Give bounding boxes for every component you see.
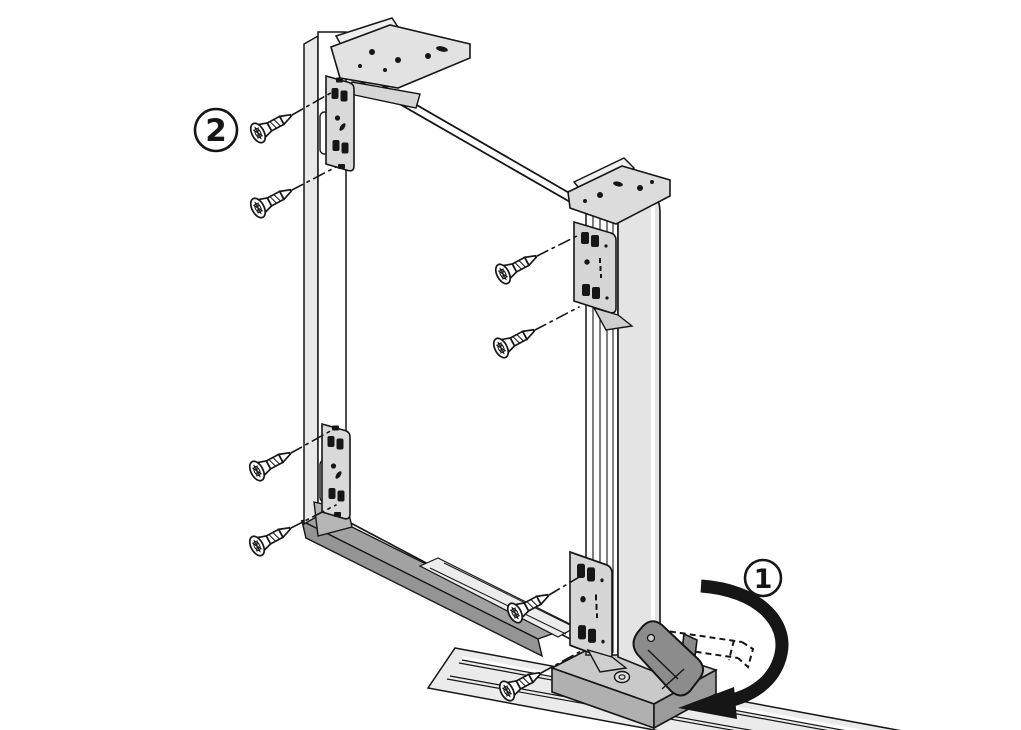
callout-step-2: 2 — [193, 107, 239, 153]
screw-alignment-lines — [290, 89, 582, 674]
base-block-screw-center — [618, 674, 626, 680]
callout-1-circle — [743, 558, 783, 598]
right-top-fitting-plate — [567, 165, 671, 225]
left-top-fitting-holes — [358, 46, 448, 72]
callout-2-label: 2 — [205, 113, 227, 149]
rail-front-face — [300, 519, 544, 658]
mounting-bracket-top-left — [325, 75, 355, 172]
rotation-arrow-shaft — [700, 579, 789, 709]
mounting-bracket-top-right — [573, 221, 617, 314]
rotation-arrow — [678, 579, 789, 719]
clamp-lever — [632, 620, 704, 697]
mounting-bracket-bottom-right-flap — [586, 648, 628, 673]
callout-2-circle — [193, 107, 239, 153]
clamp-lever-contours — [647, 649, 685, 690]
left-profile-side-face — [303, 34, 319, 526]
rotation-arrow-head — [678, 687, 737, 719]
screw-4 — [245, 518, 296, 559]
screw-2 — [246, 180, 297, 221]
screw-1 — [246, 105, 297, 146]
right-top-fitting — [567, 157, 671, 225]
floor-track-grooves — [446, 659, 846, 730]
screw-3 — [245, 443, 296, 484]
callout-step-1: 1 — [743, 558, 783, 598]
mounting-bracket-bottom-right — [569, 551, 613, 661]
left-top-fitting — [330, 17, 471, 109]
screws — [245, 89, 582, 704]
mounting-bracket-top-right-flap — [592, 306, 634, 331]
base-block-screw — [613, 670, 631, 684]
right-profile-grooves — [592, 216, 614, 653]
right-top-fitting-holes — [583, 180, 654, 203]
clamp-lever-pin — [646, 633, 656, 643]
callout-1-label: 1 — [754, 564, 773, 595]
rail-channel-grooves — [429, 562, 573, 635]
